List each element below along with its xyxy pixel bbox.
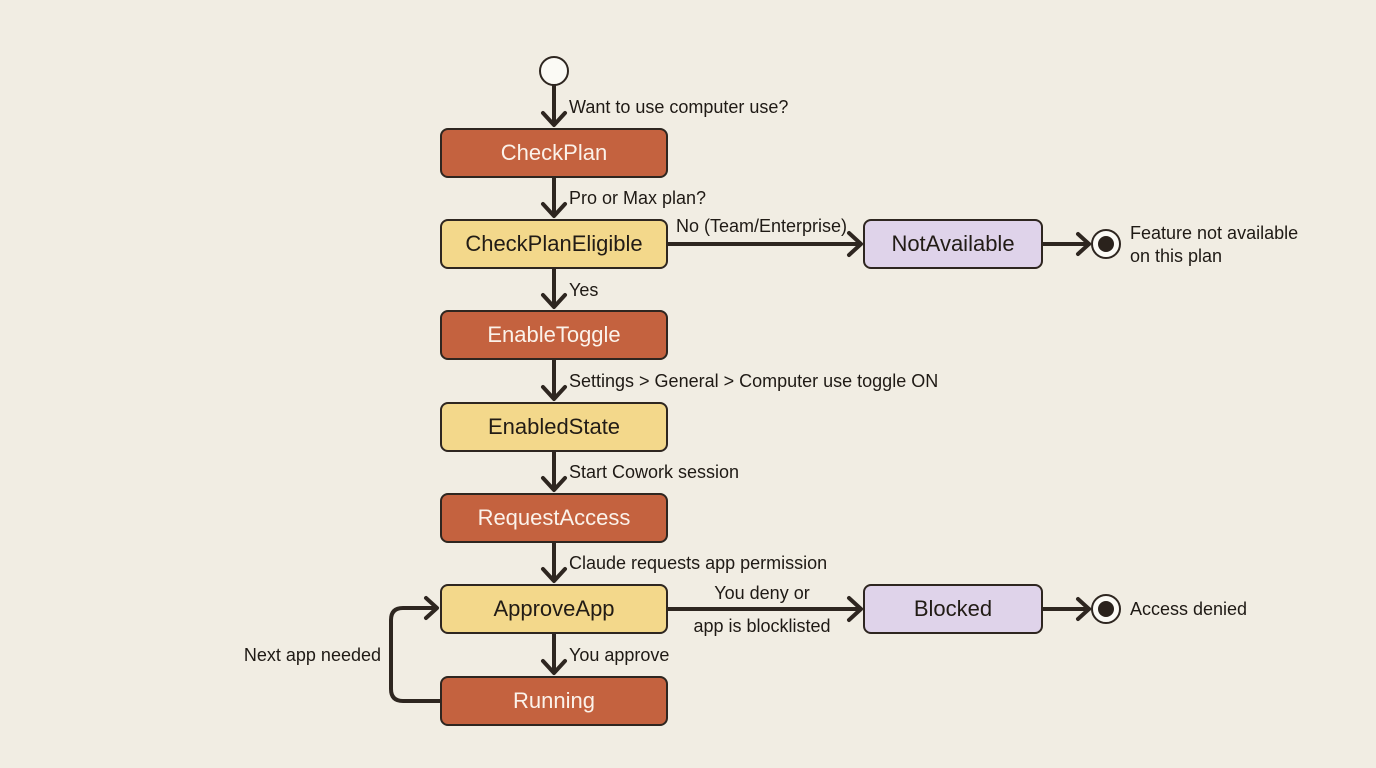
arrowhead [541, 202, 567, 218]
edge-label-request-permission: Claude requests app permission [569, 553, 828, 573]
edge-label-approve: You approve [569, 645, 670, 665]
state-label: EnableToggle [487, 322, 621, 347]
end-label-not-available-line2: on this plan [1130, 246, 1223, 266]
state-running: Running [440, 676, 668, 726]
end-label-not-available-line1: Feature not available [1130, 223, 1299, 243]
state-label: EnabledState [487, 414, 621, 439]
state-label: NotAvailable [891, 231, 1015, 256]
edge-label-deny-line2: app is blocklisted [693, 616, 831, 636]
state-enabledstate: EnabledState [440, 402, 668, 452]
edge-label-next-app: Next app needed [243, 645, 381, 665]
state-label: CheckPlanEligible [465, 231, 643, 256]
state-checkplan: CheckPlan [440, 128, 668, 178]
state-notavailable: NotAvailable [863, 219, 1043, 269]
arrowhead [1076, 232, 1091, 256]
arrowhead [541, 385, 567, 401]
arrowhead [847, 231, 863, 257]
edge-label-start-session: Start Cowork session [569, 462, 740, 482]
edge-label-plan-check: Pro or Max plan? [569, 188, 707, 208]
edge-label-not-eligible: No (Team/Enterprise) [676, 216, 848, 236]
arrowhead [847, 596, 863, 622]
state-label: RequestAccess [477, 505, 631, 530]
arrowhead [424, 596, 439, 620]
edge-label-start: Want to use computer use? [569, 97, 789, 117]
initial-state-icon [539, 56, 569, 86]
state-requestaccess: RequestAccess [440, 493, 668, 543]
final-state-icon-blocked [1091, 594, 1121, 624]
state-label: Blocked [913, 596, 993, 621]
final-state-icon-notavailable [1091, 229, 1121, 259]
arrowhead [541, 567, 567, 583]
arrowhead [541, 111, 567, 127]
arrowhead [541, 476, 567, 492]
edge-label-yes: Yes [569, 280, 599, 300]
state-label: Running [513, 688, 595, 713]
state-approveapp: ApproveApp [440, 584, 668, 634]
arrowhead [1076, 597, 1091, 621]
state-blocked: Blocked [863, 584, 1043, 634]
end-label-access-denied: Access denied [1130, 599, 1248, 619]
edge-label-deny-line1: You deny or [714, 583, 810, 603]
edge-label-toggle-on: Settings > General > Computer use toggle… [569, 371, 939, 391]
state-checkplaneligible: CheckPlanEligible [440, 219, 668, 269]
edge-running-to-approveapp [389, 606, 442, 703]
arrowhead [541, 659, 567, 675]
state-label: CheckPlan [500, 140, 608, 165]
state-label: ApproveApp [493, 596, 615, 621]
state-enabletoggle: EnableToggle [440, 310, 668, 360]
arrowhead [541, 293, 567, 309]
